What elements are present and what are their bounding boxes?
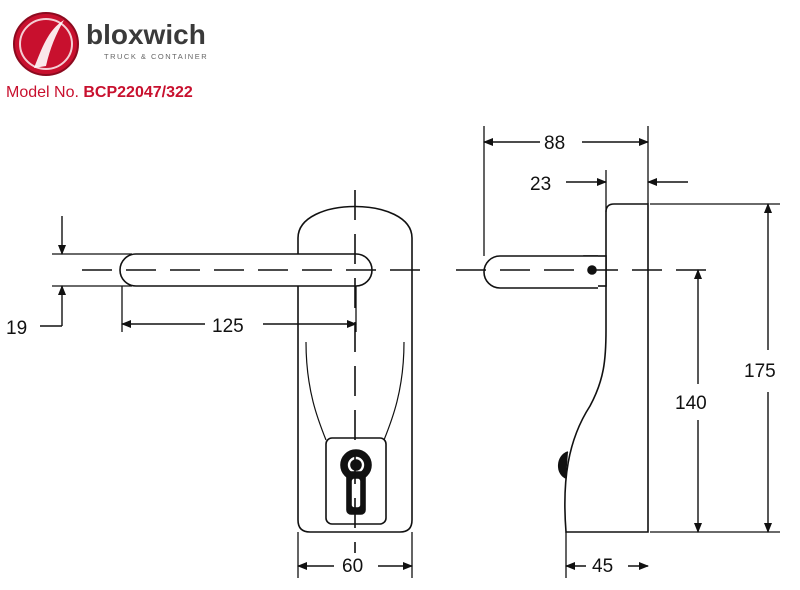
model-label: Model No. [6, 84, 79, 101]
brand-tagline: TRUCK & CONTAINER [104, 52, 208, 61]
front-plate-inner [305, 341, 405, 441]
dim-spindle-height: 140 [675, 393, 707, 414]
side-cylinder [557, 451, 569, 479]
side-lever [483, 255, 598, 289]
centre-lines [82, 190, 712, 560]
model-code: BCP22047/322 [83, 84, 193, 101]
extension-lines [52, 126, 780, 578]
front-view [119, 205, 413, 533]
dim-rose-depth: 23 [530, 174, 551, 195]
dim-plate-width: 60 [342, 556, 363, 577]
front-lever [119, 253, 373, 287]
brand-name: bloxwich [86, 19, 206, 50]
dim-grip-diameter: 19 [6, 318, 27, 339]
model-number: Model No. BCP22047/322 [6, 84, 193, 102]
side-view [483, 203, 649, 533]
dim-lever-length: 125 [212, 316, 244, 337]
front-backplate [297, 205, 413, 533]
dim-base-depth: 45 [592, 556, 613, 577]
cylinder-keyhole [340, 449, 372, 515]
dim-total-depth: 88 [544, 133, 565, 154]
bloxwich-logo: bloxwich TRUCK & CONTAINER [13, 12, 208, 76]
dim-plate-height: 175 [744, 361, 776, 382]
side-body [564, 203, 649, 533]
